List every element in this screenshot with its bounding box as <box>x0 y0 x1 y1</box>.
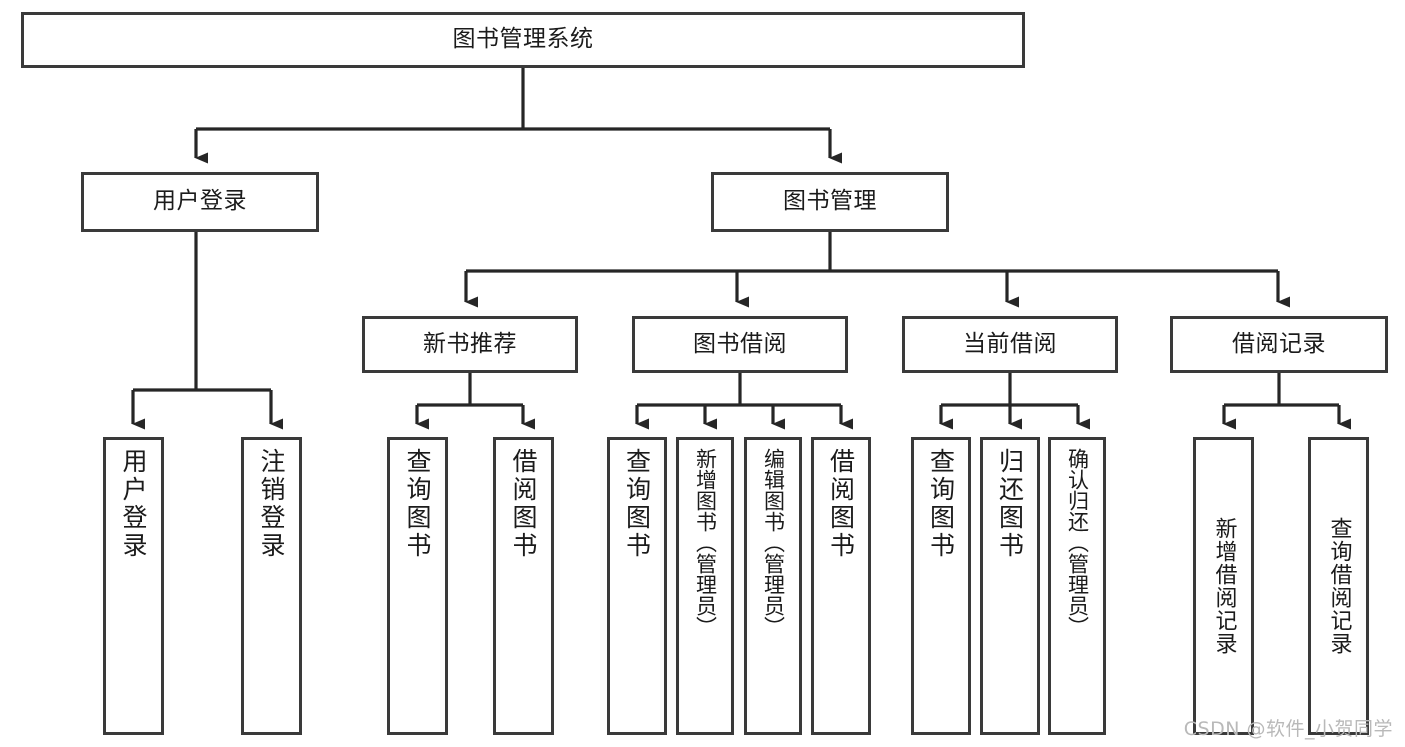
node-leaf-query-record-label: 查询借阅记录 <box>1326 517 1352 655</box>
node-leaf-query-book-1[interactable]: 查询图书 <box>387 437 448 735</box>
node-borrow-record-label: 借阅记录 <box>1232 330 1326 357</box>
node-leaf-query-record[interactable]: 查询借阅记录 <box>1308 437 1369 735</box>
node-book-borrow[interactable]: 图书借阅 <box>632 316 848 373</box>
watermark-text: CSDN @软件_小贺同学 <box>1183 718 1393 740</box>
node-leaf-return-book[interactable]: 归还图书 <box>980 437 1040 735</box>
node-leaf-query-book-3-label: 查询图书 <box>926 448 956 560</box>
node-leaf-confirm-return[interactable]: 确认归还（管理员） <box>1048 437 1106 735</box>
node-leaf-query-book-2[interactable]: 查询图书 <box>607 437 667 735</box>
node-leaf-add-record[interactable]: 新增借阅记录 <box>1193 437 1254 735</box>
node-current-borrow-label: 当前借阅 <box>963 330 1057 357</box>
node-root[interactable]: 图书管理系统 <box>21 12 1025 68</box>
node-user-login[interactable]: 用户登录 <box>81 172 319 232</box>
node-leaf-logout[interactable]: 注销登录 <box>241 437 302 735</box>
node-leaf-query-book-1-label: 查询图书 <box>403 448 432 560</box>
node-leaf-query-book-2-label: 查询图书 <box>622 448 652 560</box>
node-leaf-borrow-book-2[interactable]: 借阅图书 <box>811 437 871 735</box>
node-user-login-label: 用户登录 <box>153 188 247 215</box>
node-book-borrow-label: 图书借阅 <box>693 330 787 357</box>
node-leaf-borrow-book-1-label: 借阅图书 <box>509 448 538 560</box>
node-leaf-edit-book-label: 编辑图书（管理员） <box>761 448 786 637</box>
node-leaf-confirm-return-label: 确认归还（管理员） <box>1065 448 1090 637</box>
node-root-label: 图书管理系统 <box>452 26 594 53</box>
node-new-book-recommend[interactable]: 新书推荐 <box>362 316 578 373</box>
node-book-management-label: 图书管理 <box>783 188 877 215</box>
node-current-borrow[interactable]: 当前借阅 <box>902 316 1118 373</box>
node-new-book-recommend-label: 新书推荐 <box>423 330 517 357</box>
node-leaf-borrow-book-2-label: 借阅图书 <box>826 448 856 560</box>
node-leaf-query-book-3[interactable]: 查询图书 <box>911 437 971 735</box>
node-leaf-user-login-label: 用户登录 <box>119 448 148 560</box>
node-leaf-user-login[interactable]: 用户登录 <box>103 437 164 735</box>
node-borrow-record[interactable]: 借阅记录 <box>1170 316 1388 373</box>
node-leaf-edit-book[interactable]: 编辑图书（管理员） <box>744 437 802 735</box>
node-leaf-add-book-label: 新增图书（管理员） <box>693 448 718 637</box>
node-leaf-add-record-label: 新增借阅记录 <box>1211 517 1237 655</box>
node-leaf-logout-label: 注销登录 <box>257 448 286 560</box>
node-leaf-return-book-label: 归还图书 <box>995 448 1025 560</box>
node-leaf-borrow-book-1[interactable]: 借阅图书 <box>493 437 554 735</box>
node-leaf-add-book[interactable]: 新增图书（管理员） <box>676 437 734 735</box>
node-book-management[interactable]: 图书管理 <box>711 172 949 232</box>
